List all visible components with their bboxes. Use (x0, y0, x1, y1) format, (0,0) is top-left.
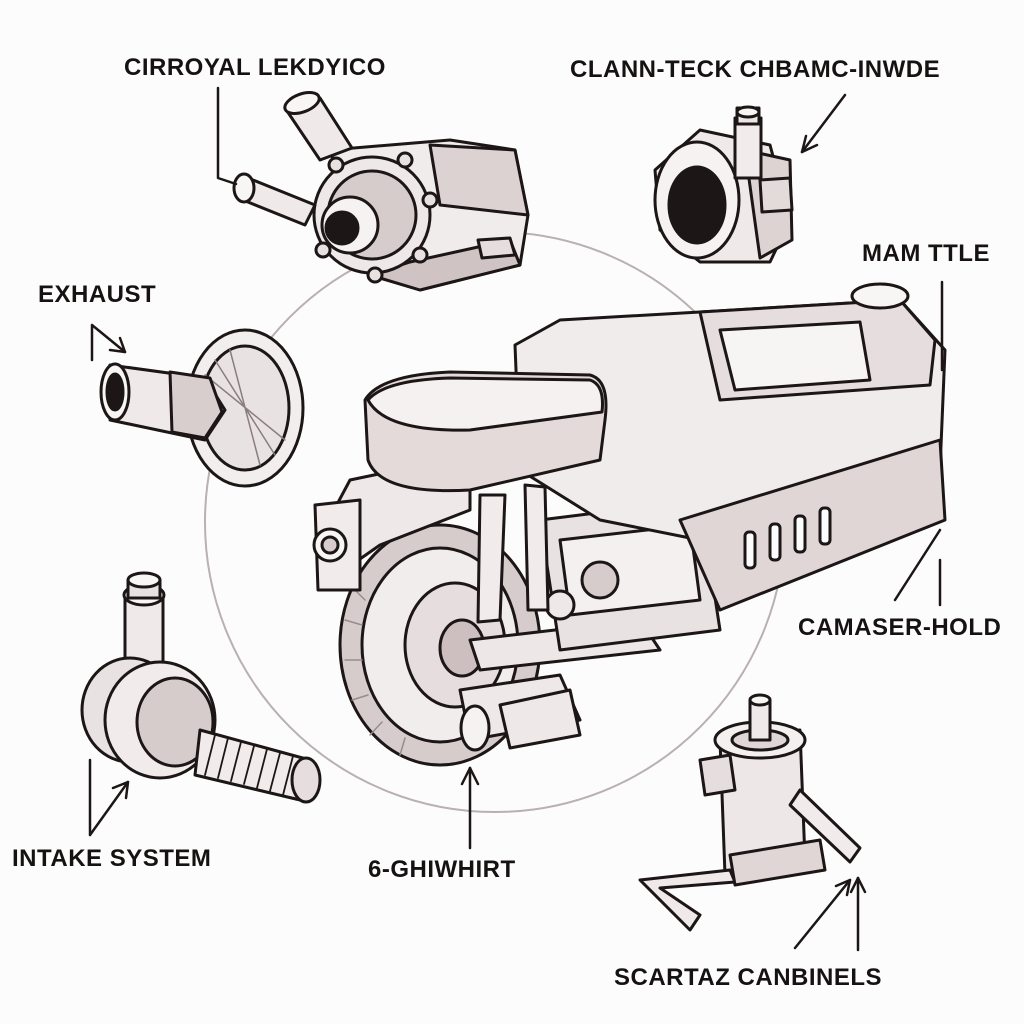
label-exhaust: EXHAUST (38, 281, 157, 308)
leader-lines (88, 86, 944, 952)
label-top-left-part: CIRROYAL LEKDYICO (124, 54, 386, 81)
bracket-part (638, 693, 862, 932)
label-top-right-part: CLANN-TECK CHBAMC-INWDE (570, 56, 941, 83)
bushing-part (653, 105, 794, 264)
label-intake-system: INTAKE SYSTEM (12, 845, 212, 872)
label-center-bottom: 6-GHIWHIRT (368, 856, 516, 883)
motorcycle-body (312, 282, 947, 767)
label-bottom-right: SCARTAZ CANBINELS (614, 964, 883, 991)
label-main-title: MAM TTLE (862, 240, 990, 267)
valve-assembly-part (232, 91, 530, 292)
exhaust-part (99, 328, 305, 488)
intake-fitting-part (80, 571, 322, 804)
label-camaser-hold: CAMASER-HOLD (798, 614, 1002, 641)
